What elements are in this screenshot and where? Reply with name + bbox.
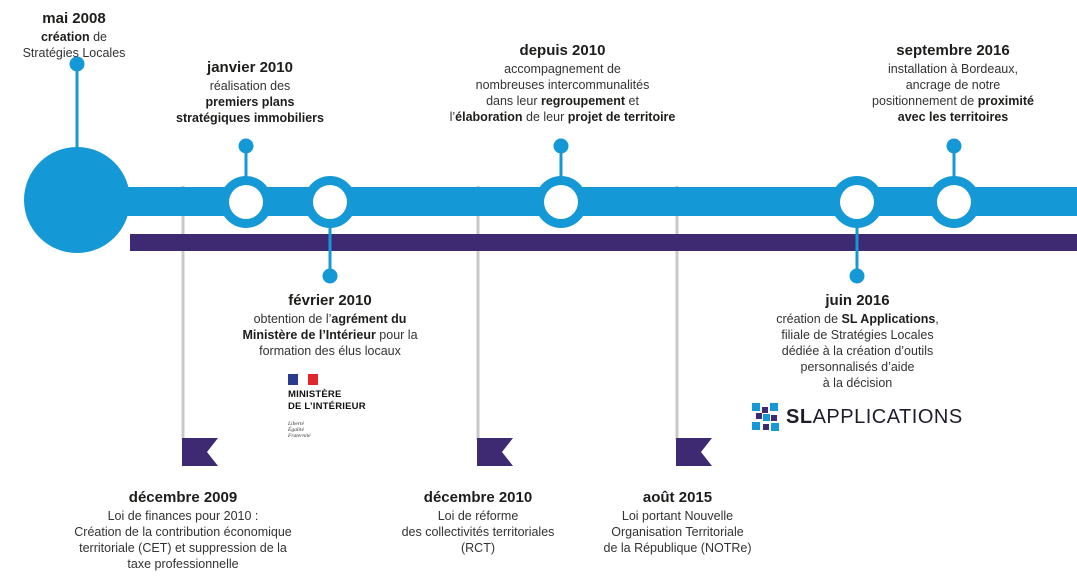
- dot-mai-2008: [69, 56, 85, 72]
- event-text-bold: SL Applications: [841, 312, 936, 326]
- event-janvier-2010: janvier 2010 réalisation des premiers plan…: [140, 58, 360, 126]
- purple-band: [130, 234, 1077, 251]
- event-fevrier-2010: février 2010 obtention de l’agrément du Mi…: [210, 291, 450, 359]
- event-date: janvier 2010: [207, 59, 293, 76]
- event-description: Loi de réforme des collectivités territor…: [373, 508, 583, 556]
- event-text: taxe professionnelle: [127, 557, 239, 571]
- event-text: pour la: [375, 328, 418, 342]
- event-text: de la République (NOTRe): [603, 541, 752, 555]
- event-description: Loi de finances pour 2010 : Création de l…: [28, 508, 338, 572]
- flag-decembre-2009: [182, 438, 218, 466]
- sl-rest: APPLICATIONS: [812, 405, 963, 428]
- marker-inner-juin-2016: [840, 185, 874, 219]
- marker-inner-septembre-2016: [937, 185, 971, 219]
- event-text: personnalisés d’aide: [800, 360, 915, 374]
- sl-applications-logo: SLAPPLICATIONS: [752, 402, 963, 432]
- event-text-bold: premiers plans: [205, 95, 295, 109]
- marker-inner-fevrier-2010: [313, 185, 347, 219]
- event-text-bold: élaboration: [455, 110, 523, 124]
- event-text: accompagnement de: [504, 62, 621, 76]
- event-description: réalisation des premiers plans stratégique…: [140, 78, 360, 126]
- event-text: réalisation des: [209, 79, 291, 93]
- ministere-line2: DE L’INTÉRIEUR: [288, 401, 366, 412]
- event-description: installation à Bordeaux, ancrage de notre…: [838, 61, 1068, 125]
- event-text-bold: stratégiques immobiliers: [176, 111, 324, 125]
- ministere-line1: MINISTÈRE: [288, 389, 342, 400]
- event-date: février 2010: [288, 292, 372, 309]
- event-text: Loi de finances pour 2010 :: [107, 509, 259, 523]
- event-text: ancrage de notre: [905, 78, 1001, 92]
- ministere-motto: Liberté Égalité Fraternité: [288, 421, 311, 439]
- event-description: obtention de l’agrément du Ministère de l…: [210, 311, 450, 359]
- event-text: formation des élus locaux: [259, 344, 401, 358]
- dot-juin-2016: [849, 268, 865, 284]
- event-date: depuis 2010: [519, 42, 606, 59]
- event-text: et: [625, 94, 639, 108]
- event-text-bold: agrément du: [331, 312, 407, 326]
- sl-pixel-icon: [752, 403, 779, 431]
- event-text: dédiée à la création d’outils: [781, 344, 934, 358]
- event-text: de leur: [522, 110, 568, 124]
- event-septembre-2016: septembre 2016 installation à Bordeaux, an…: [838, 41, 1068, 125]
- event-text: positionnement de: [872, 94, 978, 108]
- event-text-bold: création: [40, 30, 90, 44]
- event-text: territoriale (CET) et suppression de la: [79, 541, 287, 555]
- event-juin-2016: juin 2016 création de SL Applications,fil…: [735, 291, 980, 391]
- start-circle: [24, 147, 130, 253]
- event-text: Loi de réforme: [437, 509, 519, 523]
- dot-janvier-2010: [238, 138, 254, 154]
- event-text: des collectivités territoriales: [401, 525, 555, 539]
- event-text: nombreuses intercommunalités: [475, 78, 650, 92]
- sl-bold: SL: [786, 405, 813, 428]
- sl-applications-wordmark: SLAPPLICATIONS: [786, 406, 963, 429]
- flag-decembre-2010: [477, 438, 513, 466]
- event-text: Loi portant Nouvelle: [621, 509, 734, 523]
- event-text: à la décision: [822, 376, 893, 390]
- dot-depuis-2010: [553, 138, 569, 154]
- event-depuis-2010: depuis 2010 accompagnement de nombreuses i…: [410, 41, 715, 125]
- event-text: filiale de Stratégies Locales: [781, 328, 934, 342]
- motto-fraternite: Fraternité: [288, 433, 311, 439]
- marker-inner-janvier-2010: [229, 185, 263, 219]
- event-text: de: [89, 30, 108, 44]
- event-description: création de SL Applications,filiale de S…: [735, 311, 980, 391]
- event-text-bold: avec les territoires: [897, 110, 1009, 124]
- event-text-bold: projet de territoire: [567, 110, 676, 124]
- event-date: août 2015: [642, 489, 713, 506]
- event-text: dans leur: [486, 94, 541, 108]
- flag-aout-2015: [676, 438, 712, 466]
- event-text: ,: [935, 312, 939, 326]
- event-text: Organisation Territoriale: [611, 525, 744, 539]
- event-date: septembre 2016: [896, 42, 1010, 59]
- motto-liberte: Liberté: [288, 421, 304, 427]
- event-text: création de: [776, 312, 842, 326]
- event-text-bold: proximité: [977, 94, 1034, 108]
- marker-inner-depuis-2010: [544, 185, 578, 219]
- dot-fevrier-2010: [322, 268, 338, 284]
- event-text-bold: regroupement: [540, 94, 626, 108]
- french-flag-icon: [288, 374, 318, 385]
- event-text: l’: [449, 110, 456, 124]
- event-text: Création de la contribution économique: [74, 525, 292, 539]
- event-description: accompagnement de nombreuses intercommuna…: [410, 61, 715, 125]
- event-text: Stratégies Locales: [22, 46, 126, 60]
- ministere-interieur-logo: MINISTÈRE DE L’INTÉRIEUR Liberté Égalité…: [286, 374, 386, 444]
- event-text: (RCT): [460, 541, 495, 555]
- event-text: installation à Bordeaux,: [888, 62, 1018, 76]
- event-date: mai 2008: [42, 10, 106, 27]
- event-text: obtention de l’: [253, 312, 332, 326]
- dot-septembre-2016: [946, 138, 962, 154]
- event-text-bold: Ministère de l’Intérieur: [242, 328, 376, 342]
- event-date: décembre 2009: [128, 489, 238, 506]
- event-date: décembre 2010: [423, 489, 533, 506]
- motto-egalite: Égalité: [288, 427, 304, 433]
- event-date: juin 2016: [825, 292, 890, 309]
